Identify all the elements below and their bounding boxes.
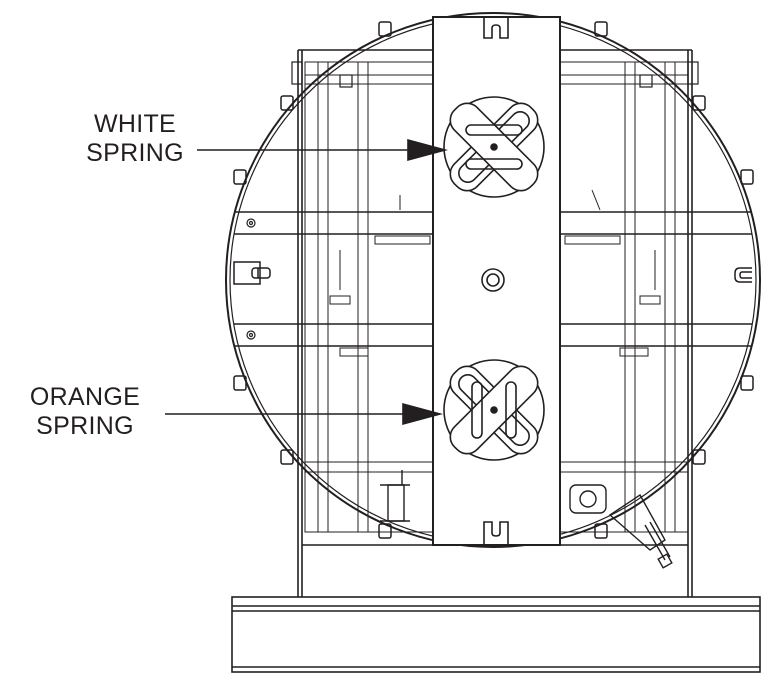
orange-spring-label-line1: ORANGE — [29, 383, 141, 411]
white-spring-label-line2: SPRING — [86, 139, 184, 167]
center-plate — [432, 16, 561, 546]
white-spring-label-line1: WHITE — [93, 110, 177, 138]
orange-spring-label: ORANGE SPRING — [5, 383, 165, 441]
base-frame — [231, 596, 761, 673]
rack-frame-right — [559, 61, 689, 533]
orange-spring-mount — [443, 359, 545, 461]
bottom-left-bracket — [380, 470, 410, 522]
bottom-right-pin — [569, 484, 673, 569]
white-spring-leader — [197, 138, 449, 162]
white-spring-mount — [443, 96, 545, 198]
rack-frame-left — [304, 61, 434, 533]
orange-spring-label-line2: SPRING — [36, 412, 134, 440]
right-u-slot — [734, 267, 752, 283]
white-spring-label: WHITE SPRING — [50, 110, 220, 168]
rim-clips — [233, 21, 754, 539]
left-latch — [233, 261, 271, 285]
bolts — [246, 218, 256, 340]
top-brackets — [291, 61, 699, 88]
center-hub — [481, 268, 505, 292]
orange-spring-leader — [165, 402, 444, 426]
